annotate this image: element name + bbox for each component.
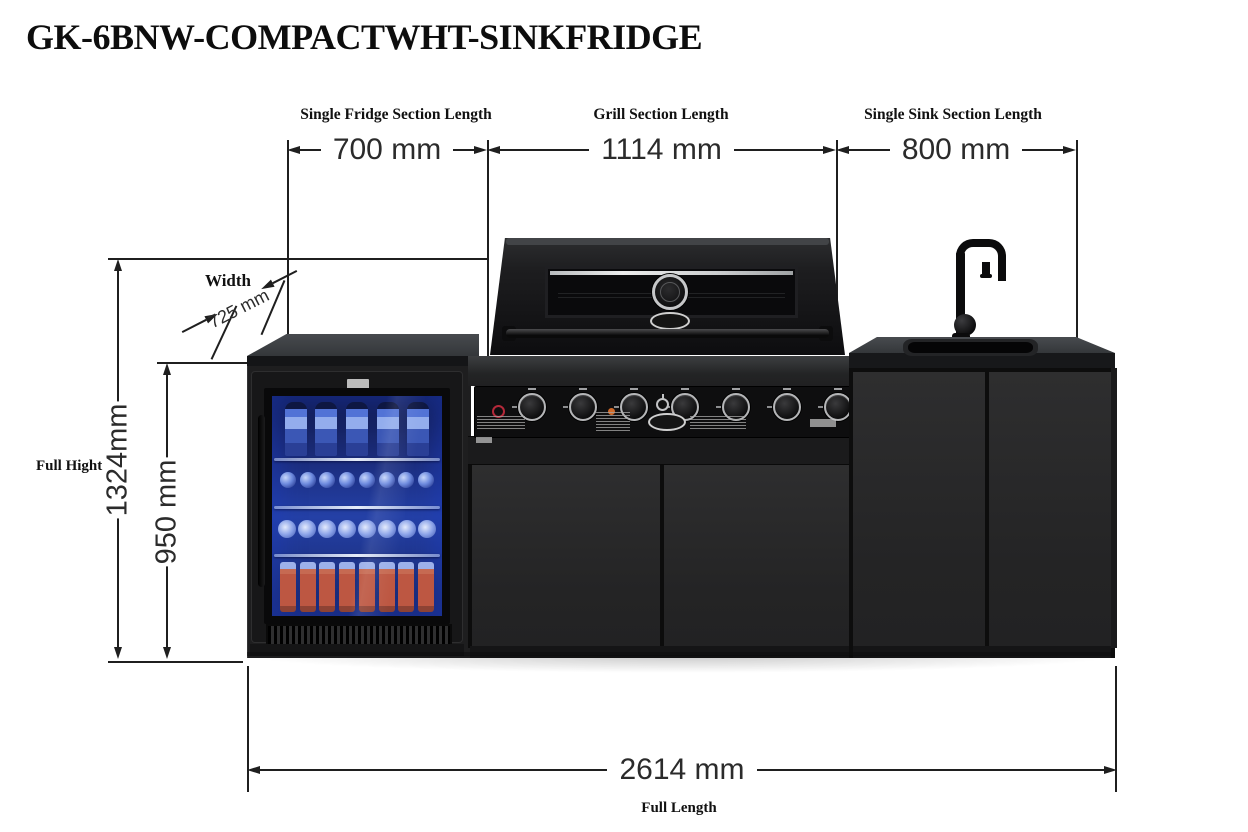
full-length-dimension: 2614 mm bbox=[247, 755, 1117, 785]
faucet-spout bbox=[982, 262, 990, 276]
arrow-right-icon bbox=[1104, 766, 1117, 774]
thermometer-icon bbox=[652, 274, 688, 310]
extension-line-hood-top bbox=[108, 258, 487, 260]
grill-section-label: Grill Section Length bbox=[593, 106, 729, 123]
unit-base-shadow-line bbox=[247, 652, 1115, 656]
grill-plinth bbox=[470, 646, 855, 658]
flame-warning-icon bbox=[608, 408, 615, 415]
grill-door-left bbox=[472, 465, 660, 646]
fridge-section-dimension: 700 mm bbox=[287, 135, 487, 165]
grill-door-right bbox=[664, 465, 853, 646]
fridge-counter-top bbox=[247, 334, 479, 356]
hood-top-edge bbox=[505, 238, 830, 245]
grill-hood bbox=[490, 238, 845, 355]
bench-height-value: 950 mm bbox=[144, 457, 190, 567]
fridge-shelf bbox=[274, 506, 440, 509]
sink-counter-edge bbox=[849, 353, 1115, 368]
grill-section-dimension: 1114 mm bbox=[487, 133, 837, 166]
faucet-handle bbox=[954, 314, 976, 336]
page-title: GK-6BNW-COMPACTWHT-SINKFRIDGE bbox=[26, 17, 703, 57]
igniter-button-icon bbox=[656, 398, 669, 411]
extension-line-floor bbox=[108, 661, 243, 663]
burner-knobs-row bbox=[518, 393, 852, 421]
arrow-right-icon bbox=[474, 146, 487, 154]
fridge-section-value: 700 mm bbox=[332, 133, 442, 166]
extension-line-bench-top bbox=[157, 362, 247, 364]
floor-shadow bbox=[240, 655, 1125, 673]
sink-door-right bbox=[989, 372, 1111, 646]
grill-ledge bbox=[468, 436, 857, 465]
arrow-down-icon bbox=[114, 647, 122, 659]
sink-basin bbox=[903, 339, 1038, 356]
brand-badge-icon bbox=[648, 413, 686, 431]
fridge-shelf bbox=[274, 554, 440, 557]
extension-line bbox=[247, 666, 249, 792]
fridge-plinth bbox=[250, 644, 464, 656]
arrow-up-icon bbox=[163, 363, 171, 375]
arrow-up-icon bbox=[114, 259, 122, 271]
model-sticker bbox=[810, 419, 836, 427]
sink-section-dimension: 800 mm bbox=[836, 135, 1076, 165]
sink-section-label: Single Sink Section Length bbox=[864, 106, 1042, 123]
width-value: 725 mm bbox=[205, 284, 273, 333]
rating-sticker bbox=[596, 412, 630, 432]
faucet-base bbox=[952, 333, 970, 340]
full-length-label: Full Length bbox=[641, 800, 717, 816]
grill-section-value: 1114 mm bbox=[601, 133, 722, 166]
spec-sticker bbox=[690, 416, 746, 431]
full-length-value: 2614 mm bbox=[619, 753, 745, 786]
fridge-section-label: Single Fridge Section Length bbox=[300, 106, 492, 123]
sink-section-value: 800 mm bbox=[901, 133, 1011, 166]
extension-line bbox=[1076, 140, 1078, 338]
extension-line bbox=[287, 140, 289, 334]
extension-line bbox=[1115, 666, 1117, 792]
sink-cabinet-side bbox=[1111, 368, 1117, 648]
fridge-top-shelf-bottles bbox=[276, 402, 438, 456]
fridge-middle-shelf-bottles bbox=[276, 472, 438, 488]
faucet-riser bbox=[956, 252, 965, 337]
fridge-counter-edge bbox=[247, 356, 479, 366]
fridge-glass-door bbox=[272, 396, 442, 616]
arrow-left-icon bbox=[247, 766, 260, 774]
arrow-left-icon bbox=[836, 146, 849, 154]
extension-line bbox=[836, 140, 838, 350]
fridge-can-shelf bbox=[276, 520, 438, 538]
full-height-label: Full Hight bbox=[36, 458, 103, 474]
model-sticker bbox=[476, 437, 492, 443]
hood-handle bbox=[506, 329, 829, 338]
arrow-left-icon bbox=[287, 146, 300, 154]
arrow-right-icon bbox=[1063, 146, 1076, 154]
sink-plinth bbox=[853, 646, 1111, 658]
fridge-shelf bbox=[274, 458, 440, 461]
arrow-down-icon bbox=[163, 647, 171, 659]
sink-door-left bbox=[853, 372, 985, 646]
arrow-left-icon bbox=[487, 146, 500, 154]
fridge-red-cans-row bbox=[276, 562, 438, 612]
grill-fascia bbox=[468, 356, 857, 386]
brand-badge-icon bbox=[650, 312, 690, 330]
faucet-spout-tip bbox=[980, 274, 992, 278]
width-label: Width bbox=[205, 271, 251, 290]
spec-sticker bbox=[477, 416, 525, 431]
extension-line bbox=[487, 140, 489, 366]
fridge-handle-icon bbox=[258, 415, 265, 587]
arrow-right-icon bbox=[823, 146, 837, 154]
